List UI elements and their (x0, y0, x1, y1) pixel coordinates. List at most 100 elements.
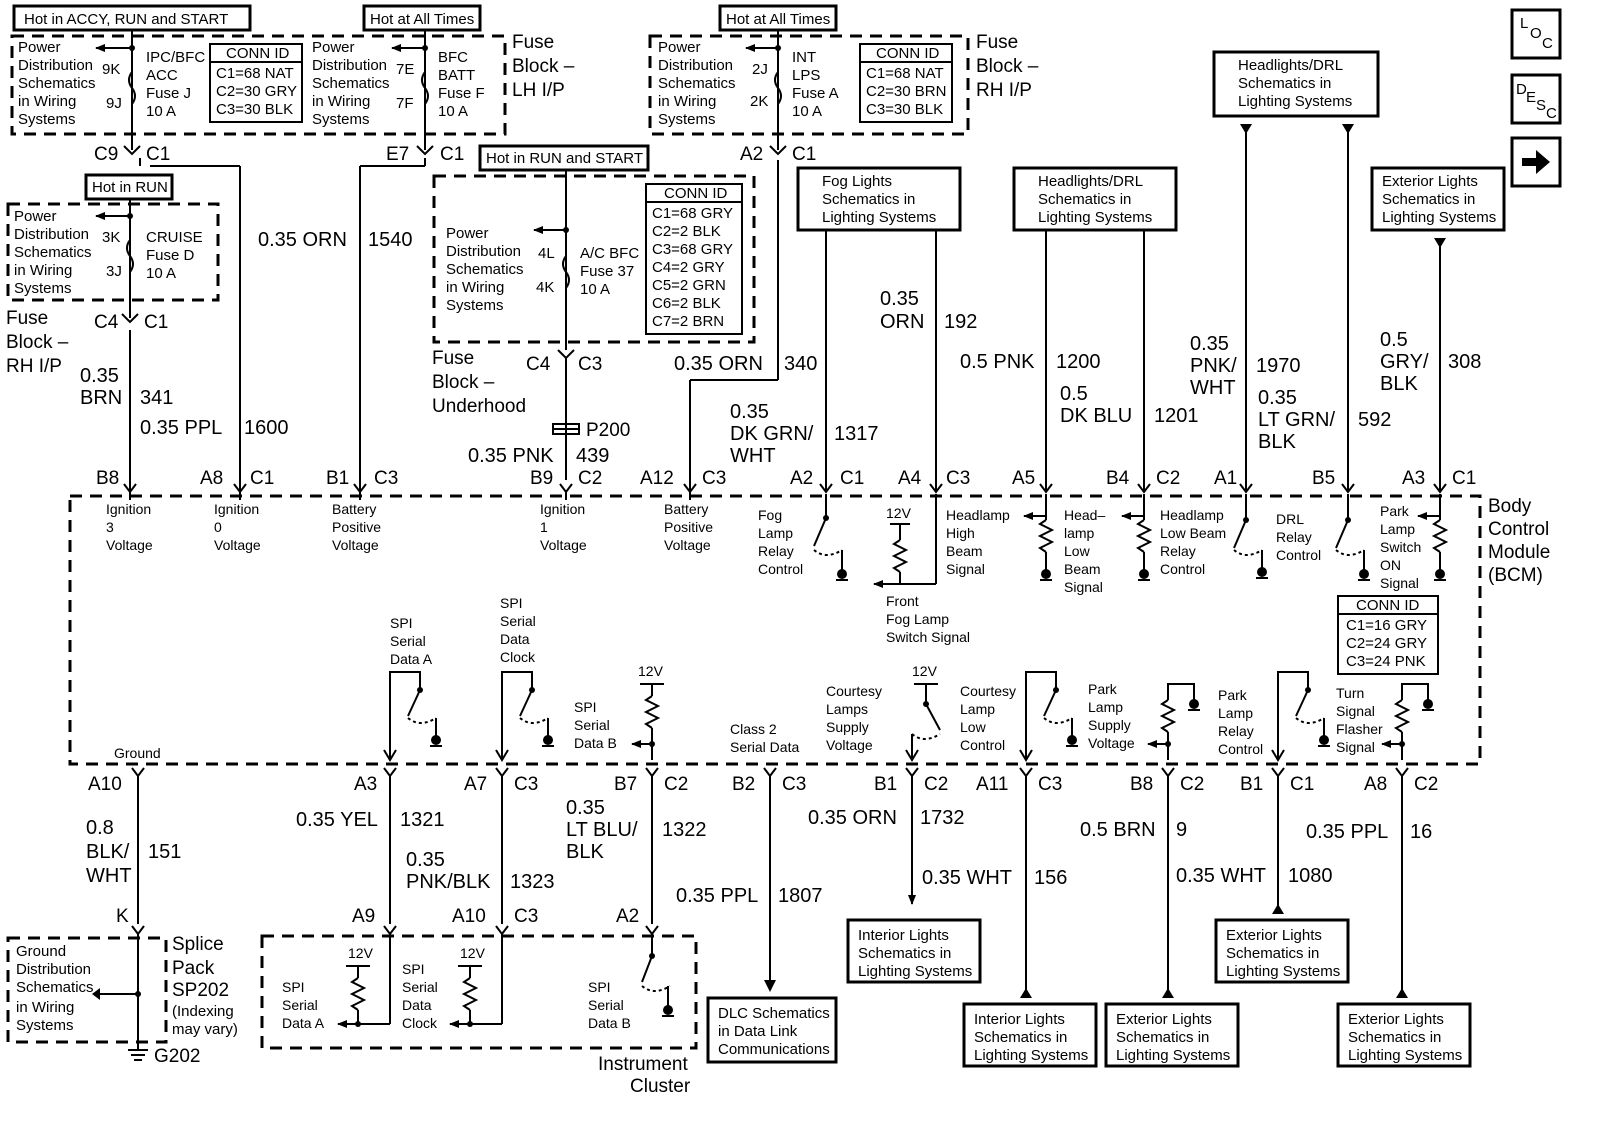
svg-text:C1=16 GRY: C1=16 GRY (1346, 617, 1427, 634)
svg-text:C3: C3 (374, 468, 398, 489)
svg-text:A8: A8 (200, 468, 223, 489)
ref-box-interior-lights-1[interactable]: Interior Lights Schematics in Lighting S… (846, 918, 982, 984)
svg-text:Schematics in: Schematics in (974, 1029, 1067, 1046)
ref-box-exterior-lights-3[interactable]: Exterior Lights Schematics in Lighting S… (1336, 1002, 1472, 1068)
ref-box-dlc[interactable]: DLC Schematics in Data Link Communicatio… (706, 996, 838, 1064)
svg-text:Serial: Serial (402, 979, 438, 995)
desc-button[interactable]: D E S C (1510, 73, 1562, 125)
svg-text:A/C BFC: A/C BFC (580, 245, 639, 262)
svg-text:C1=68 NAT: C1=68 NAT (866, 65, 944, 82)
svg-text:IPC/BFC: IPC/BFC (146, 49, 205, 66)
svg-text:Hot in RUN: Hot in RUN (92, 179, 168, 196)
svg-text:in Wiring: in Wiring (18, 93, 76, 110)
svg-text:Ignition: Ignition (214, 501, 259, 517)
ref-box-interior-lights-2[interactable]: Interior Lights Schematics in Lighting S… (962, 1002, 1098, 1068)
svg-text:PNK/BLK: PNK/BLK (406, 871, 491, 893)
svg-text:Lighting Systems: Lighting Systems (974, 1047, 1088, 1064)
svg-text:0: 0 (214, 519, 222, 535)
svg-text:Voltage: Voltage (214, 537, 261, 553)
svg-text:Control: Control (1488, 519, 1549, 540)
svg-text:B1: B1 (326, 468, 349, 489)
svg-text:SPI: SPI (500, 595, 523, 611)
svg-text:Systems: Systems (14, 280, 72, 297)
svg-text:Signal: Signal (1336, 703, 1375, 719)
svg-text:CONN ID: CONN ID (876, 45, 940, 62)
svg-text:1970: 1970 (1256, 355, 1301, 377)
svg-text:BFC: BFC (438, 49, 468, 66)
svg-text:Schematics: Schematics (312, 75, 390, 92)
svg-text:Supply: Supply (826, 719, 869, 735)
svg-text:C4: C4 (94, 312, 119, 333)
svg-text:Distribution: Distribution (658, 57, 733, 74)
svg-text:151: 151 (148, 841, 181, 863)
svg-text:Fuse: Fuse (6, 308, 48, 329)
svg-text:C3: C3 (514, 774, 538, 795)
svg-text:0.35: 0.35 (406, 849, 445, 871)
svg-text:B2: B2 (732, 774, 755, 795)
svg-text:C3=30 BLK: C3=30 BLK (866, 101, 943, 118)
ref-box-fog-lights[interactable]: Fog Lights Schematics in Lighting System… (796, 166, 962, 232)
svg-text:C2: C2 (1180, 774, 1204, 795)
svg-text:(Indexing: (Indexing (172, 1003, 234, 1020)
svg-text:Ground: Ground (16, 943, 66, 960)
svg-text:Ignition: Ignition (106, 501, 151, 517)
svg-text:Relay: Relay (1276, 529, 1312, 545)
svg-text:12V: 12V (912, 663, 938, 679)
svg-text:Voltage: Voltage (540, 537, 587, 553)
ref-box-exterior-lights-1[interactable]: Exterior Lights Schematics in Lighting S… (1214, 918, 1350, 984)
svg-text:Headlamp: Headlamp (946, 507, 1010, 523)
svg-text:Relay: Relay (1160, 543, 1196, 559)
svg-text:9: 9 (1176, 819, 1187, 841)
svg-text:0.5 BRN: 0.5 BRN (1080, 819, 1156, 841)
ref-box-exterior-lights-top[interactable]: Exterior Lights Schematics in Lighting S… (1370, 166, 1506, 232)
top-wires: 0.35 BRN 341 0.35 PPL 1600 0.35 ORN 1540… (80, 124, 1481, 490)
svg-text:Low Beam: Low Beam (1160, 525, 1226, 541)
svg-text:Systems: Systems (312, 111, 370, 128)
svg-text:Serial: Serial (588, 997, 624, 1013)
svg-text:Positive: Positive (664, 519, 713, 535)
svg-text:Power: Power (312, 39, 355, 56)
svg-text:WHT: WHT (86, 865, 132, 887)
ref-box-headlights-1[interactable]: Headlights/DRL Schematics in Lighting Sy… (1012, 166, 1178, 232)
svg-text:0.35: 0.35 (880, 288, 919, 310)
svg-text:Supply: Supply (1088, 717, 1131, 733)
svg-text:ON: ON (1380, 557, 1401, 573)
loc-button[interactable]: L O C (1510, 8, 1562, 60)
svg-text:C1: C1 (840, 468, 864, 489)
svg-text:Signal: Signal (1380, 575, 1419, 591)
svg-text:Hot in ACCY, RUN and START: Hot in ACCY, RUN and START (24, 11, 228, 28)
svg-text:C2=24 GRY: C2=24 GRY (1346, 635, 1427, 652)
svg-text:1323: 1323 (510, 871, 555, 893)
svg-text:0.35 PNK: 0.35 PNK (468, 445, 554, 467)
svg-text:4L: 4L (538, 245, 555, 262)
svg-text:0.35: 0.35 (1258, 387, 1297, 409)
svg-text:High: High (946, 525, 975, 541)
svg-text:Fog Lamp: Fog Lamp (886, 611, 949, 627)
svg-text:0.35 PPL: 0.35 PPL (676, 885, 758, 907)
next-page-button[interactable] (1510, 136, 1562, 188)
svg-text:LH I/P: LH I/P (512, 80, 565, 101)
ref-box-headlights-2[interactable]: Headlights/DRL Schematics in Lighting Sy… (1212, 50, 1380, 118)
svg-text:Voltage: Voltage (106, 537, 153, 553)
svg-text:Courtesy: Courtesy (826, 683, 882, 699)
svg-text:Hot at All Times: Hot at All Times (370, 11, 474, 28)
svg-text:A8: A8 (1364, 774, 1387, 795)
svg-text:0.35 WHT: 0.35 WHT (922, 867, 1012, 889)
fuse-block-rh-ip: Hot at All Times Power Distribution Sche… (648, 4, 1039, 165)
svg-text:C3=68 GRY: C3=68 GRY (652, 241, 733, 258)
svg-text:Relay: Relay (1218, 723, 1254, 739)
svg-text:Low: Low (960, 719, 987, 735)
svg-text:Front: Front (886, 593, 919, 609)
svg-text:Beam: Beam (1064, 561, 1101, 577)
svg-text:Fog: Fog (758, 507, 782, 523)
svg-text:DRL: DRL (1276, 511, 1304, 527)
svg-text:Lighting Systems: Lighting Systems (1038, 209, 1152, 226)
svg-text:WHT: WHT (730, 445, 776, 467)
svg-text:Systems: Systems (18, 111, 76, 128)
svg-text:Instrument: Instrument (598, 1054, 688, 1075)
ref-box-exterior-lights-2[interactable]: Exterior Lights Schematics in Lighting S… (1104, 1002, 1240, 1068)
svg-text:Serial Data: Serial Data (730, 739, 799, 755)
svg-text:340: 340 (784, 353, 817, 375)
svg-text:Park: Park (1088, 681, 1118, 697)
arrow-right-icon (1522, 150, 1550, 174)
